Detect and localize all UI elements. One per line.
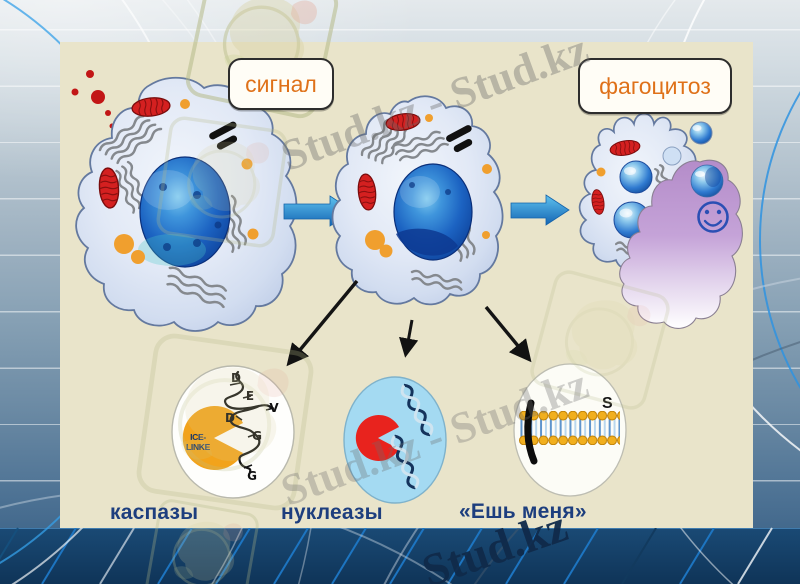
apoptotic-body-bleb: [662, 146, 682, 166]
signal-callout-label: сигнал: [245, 70, 317, 97]
arrow-to-caspases: [286, 279, 359, 367]
dna-fragment: [400, 383, 434, 437]
detail-arrows: [286, 279, 532, 367]
apoptotic-cell-early: [331, 95, 504, 306]
bottom-band: [0, 527, 800, 584]
dna-fragment: [390, 434, 420, 490]
chromatin-bars: [446, 125, 473, 153]
vesicles: [365, 114, 492, 258]
phagocytosis-callout: фагоцитоз: [578, 58, 732, 114]
arrow-right-2: [510, 194, 570, 226]
phagocytosis-callout-label: фагоцитоз: [599, 72, 711, 99]
enzyme-label-line1: ICE-: [190, 432, 206, 442]
nucleus: [393, 163, 473, 261]
eat-me-label: «Ешь меня»: [459, 500, 587, 523]
phagocyte: [619, 159, 743, 329]
eat-me-detail-circle: S: [513, 363, 627, 497]
signal-callout: сигнал: [228, 58, 334, 110]
apoptotic-body-bleb: [689, 121, 713, 145]
svg-text:G: G: [247, 469, 257, 483]
svg-text:V: V: [269, 401, 279, 415]
smiley-face-icon: [697, 201, 729, 233]
membrane-protein-stroke: [524, 399, 538, 465]
caspases-label: каспазы: [110, 501, 199, 524]
nuclease-detail-circle: [343, 376, 447, 504]
arrow-to-nucleases: [399, 319, 419, 358]
nuclease-pacman: [355, 415, 399, 462]
lipid-bilayer: [519, 411, 620, 445]
nucleases-label: нуклеазы: [281, 501, 383, 524]
arrow-to-eat-me: [484, 305, 532, 363]
